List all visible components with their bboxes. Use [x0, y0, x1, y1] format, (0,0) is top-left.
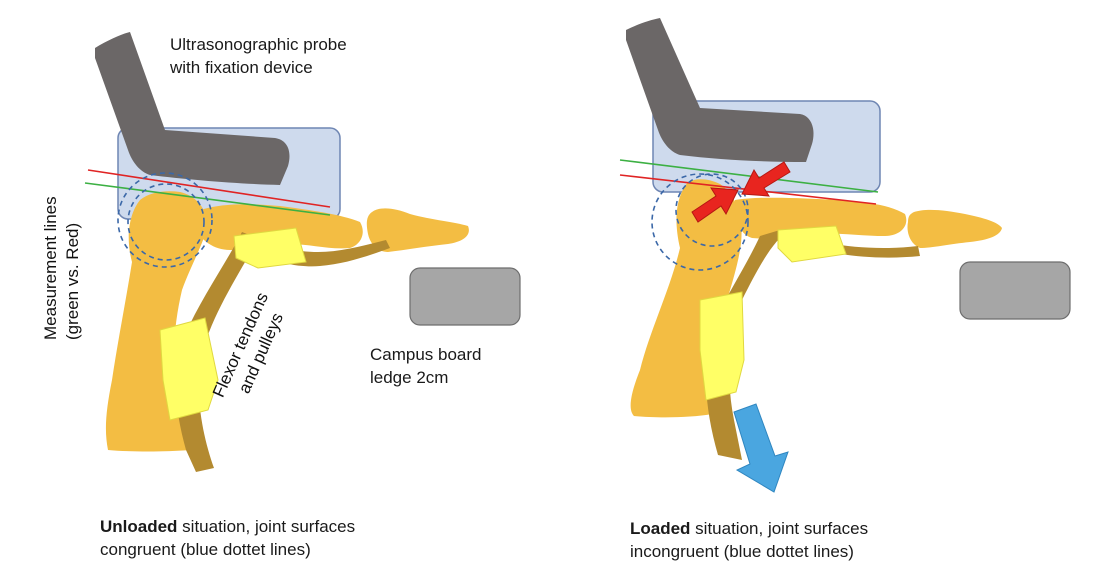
- flexor-tendon: [175, 232, 390, 472]
- right-caption-line2: incongruent (blue dottet lines): [630, 542, 854, 561]
- campus-label-line2: ledge 2cm: [370, 368, 449, 387]
- ultrasound-probe-icon-loaded: [626, 18, 814, 162]
- left-caption-line1: Unloaded situation, joint surfaces: [100, 515, 355, 538]
- middle-phalanx-loaded: [734, 197, 907, 239]
- joint-circle-outer-loaded: [651, 173, 749, 271]
- probe-label-line1: Ultrasonographic probe: [170, 35, 347, 54]
- load-arrow-icon: [733, 403, 789, 493]
- campus-label-line1: Campus board: [370, 345, 482, 364]
- force-arrow-icon-right: [741, 161, 791, 197]
- measurement-label-line1: Measurement lines: [41, 196, 60, 340]
- campus-board-ledge-loaded: [959, 261, 1071, 320]
- measurement-label-line2: (green vs. Red): [63, 222, 82, 340]
- joint-circle-inner-loaded: [675, 173, 749, 247]
- left-caption-bold: Unloaded: [100, 517, 178, 536]
- proximal-phalanx: [105, 191, 207, 452]
- a2-pulley-loaded: [699, 291, 745, 401]
- measurement-lines-label: Measurement lines (green vs. Red): [40, 196, 84, 340]
- campus-board-label: Campus board ledge 2cm: [370, 343, 482, 389]
- a4-pulley: [233, 227, 307, 269]
- probe-label-line2: with fixation device: [170, 58, 313, 77]
- a2-pulley: [159, 317, 219, 421]
- measurement-line-red: [87, 169, 331, 208]
- right-caption: Loaded situation, joint surfaces incongr…: [630, 517, 868, 563]
- distal-phalanx: [366, 208, 469, 252]
- measurement-line-green-loaded: [619, 159, 879, 193]
- left-caption-rest: situation, joint surfaces: [177, 517, 356, 536]
- left-caption: Unloaded situation, joint surfaces congr…: [100, 515, 355, 561]
- joint-circle-inner: [127, 183, 205, 261]
- right-caption-rest: situation, joint surfaces: [690, 519, 869, 538]
- left-panel: [84, 32, 521, 472]
- a4-pulley-loaded: [777, 225, 847, 263]
- right-caption-line1: Loaded situation, joint surfaces: [630, 517, 868, 540]
- right-caption-bold: Loaded: [630, 519, 691, 538]
- right-panel: [619, 18, 1071, 493]
- ultrasound-probe-icon: [95, 32, 290, 185]
- left-caption-line2: congruent (blue dottet lines): [100, 540, 311, 559]
- joint-circle-outer: [117, 172, 213, 268]
- distal-phalanx-loaded: [907, 209, 1002, 248]
- campus-board-ledge: [409, 267, 521, 326]
- force-arrow-icon: [691, 187, 739, 223]
- probe-label: Ultrasonographic probe with fixation dev…: [170, 33, 347, 79]
- flexor-tendon-loaded: [705, 230, 920, 460]
